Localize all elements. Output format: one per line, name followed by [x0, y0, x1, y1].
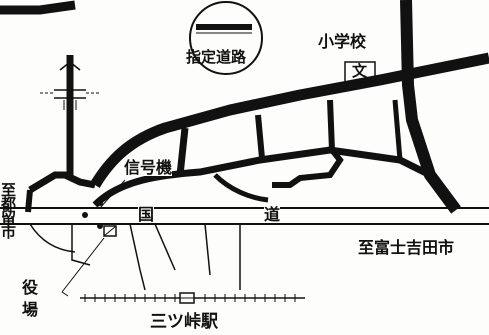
to-fujiyoshida-label: 至富士吉田市: [358, 238, 455, 257]
legend-label: 指定道路: [186, 48, 247, 66]
legend-circle: [189, 1, 263, 75]
town-office-label-1: 役: [22, 278, 39, 297]
town-office-building: [103, 225, 117, 237]
national-road-label-2: 道: [264, 205, 281, 224]
road-top-left: [0, 0, 76, 15]
railway-icon: [80, 292, 305, 304]
road-connector-4: [213, 173, 269, 203]
school-label: 小学校: [318, 32, 367, 51]
station-label: 三ツ峠駅: [150, 312, 218, 332]
road-south-4: [154, 223, 176, 271]
national-road: [0, 207, 489, 225]
town-office-label-2: 場: [22, 300, 39, 319]
road-south-3: [129, 223, 146, 291]
road-south-1: [29, 223, 76, 253]
road-connector-3: [272, 99, 344, 188]
to-tsuru-label: 至都留市: [0, 182, 17, 238]
road-connector-5: [392, 99, 403, 161]
road-right-vertical: [400, 0, 461, 214]
school-symbol-icon: [344, 61, 376, 83]
road-south-5: [204, 223, 211, 276]
school-symbol-label: 文: [352, 62, 368, 80]
traffic-signal-icon: [82, 200, 103, 229]
national-road-label-1: 国: [138, 205, 155, 224]
road-left-loop: [28, 171, 96, 194]
road-connector-2: [255, 114, 265, 159]
signal-label: 信号機: [124, 158, 173, 177]
legend-road-sample: [196, 24, 252, 30]
road-connector-1: [176, 127, 189, 176]
road-designated-main: [90, 52, 489, 188]
road-lower-curve: [92, 146, 432, 208]
